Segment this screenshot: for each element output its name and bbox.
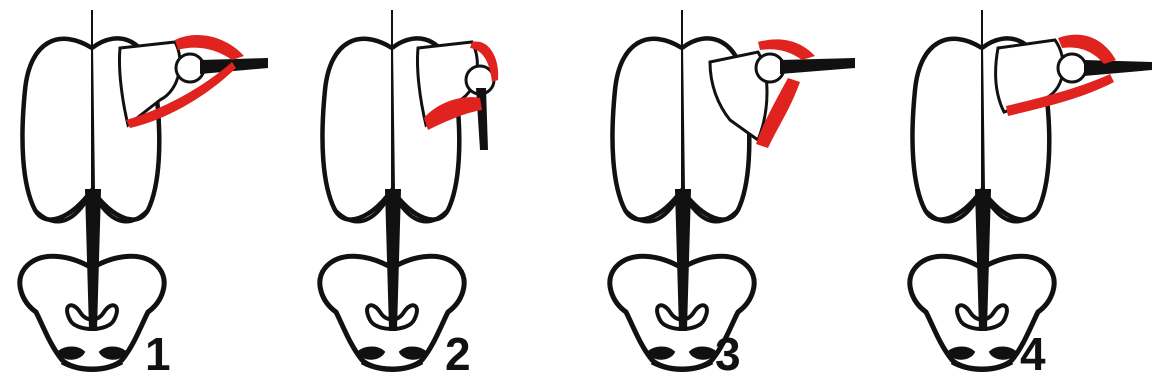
figure-label-3: 3	[715, 328, 741, 380]
figure-3: 3	[610, 10, 855, 380]
figure-label-2: 2	[445, 328, 471, 380]
figure-1: 1	[20, 10, 268, 380]
figure-label-1: 1	[145, 328, 171, 380]
figure-2: 2	[320, 10, 498, 380]
figure-4: 4	[910, 10, 1152, 380]
arm-4	[1084, 60, 1152, 76]
figure-label-4: 4	[1020, 328, 1046, 380]
arm-3	[780, 58, 855, 74]
arm-2	[476, 88, 488, 150]
